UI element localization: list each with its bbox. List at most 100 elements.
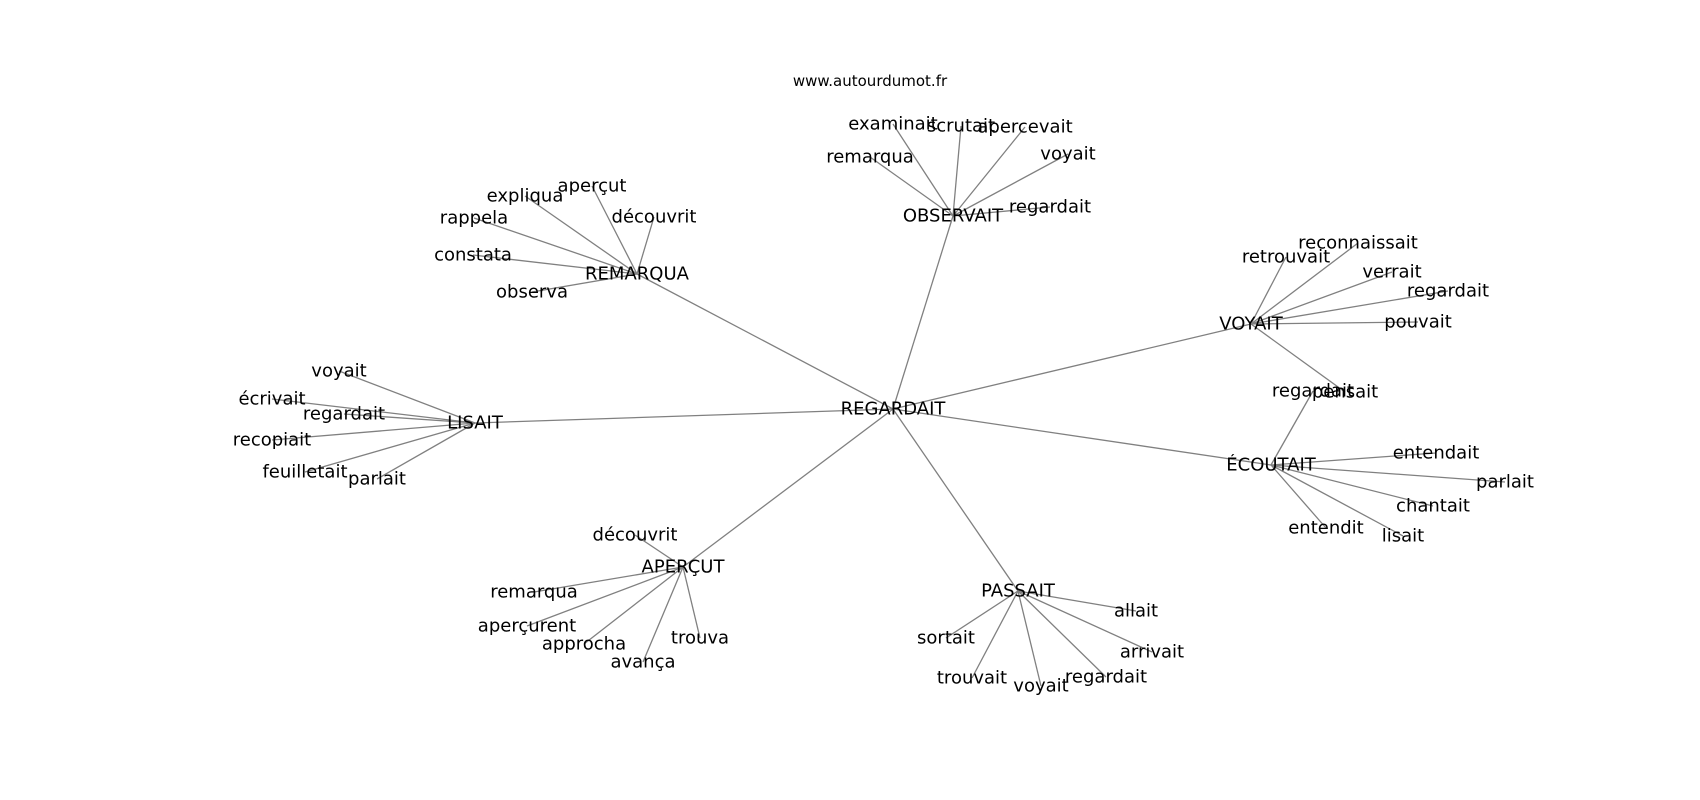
leaf-node-label: voyait: [311, 361, 366, 382]
leaf-node-label: regardait: [1065, 667, 1147, 688]
leaf-node-label: regardait: [1407, 281, 1489, 302]
edge-hub-leaf: [971, 590, 1019, 679]
leaf-node-label: écrivait: [238, 389, 305, 410]
leaf-node-label: pouvait: [1384, 312, 1452, 333]
leaf-node-label: découvrit: [593, 525, 678, 546]
edge-hub-leaf: [636, 216, 655, 275]
leaf-node-label: recopiait: [233, 430, 312, 451]
leaf-node-label: regardait: [1272, 381, 1354, 402]
leaf-node-label: parlait: [348, 469, 406, 490]
edge-hub-leaf: [583, 566, 684, 645]
leaf-node-label: arrivait: [1120, 642, 1184, 663]
edge-hub-leaf: [531, 273, 638, 293]
leaf-node-label: trouva: [671, 628, 729, 649]
hub-node-label: LISAIT: [447, 413, 504, 434]
edge-hub-leaf: [642, 566, 684, 663]
leaf-node-label: remarqua: [490, 582, 578, 603]
leaf-node-label: regardait: [1009, 197, 1091, 218]
leaf-node-label: voyait: [1013, 676, 1068, 697]
edge-center-hub: [892, 408, 1019, 592]
edge-center-hub: [682, 408, 894, 568]
edge-hub-leaf: [1017, 590, 1107, 678]
edge-hub-leaf: [1250, 321, 1419, 325]
leaf-node-label: aperçut: [558, 176, 627, 197]
hub-node-label: APERÇUT: [642, 557, 726, 578]
edge-hub-leaf: [271, 398, 476, 424]
edge-hub-leaf: [1270, 452, 1437, 466]
edge-hub-leaf: [472, 254, 638, 275]
edge-hub-leaf: [1250, 323, 1346, 393]
hub-node-label: PASSAIT: [981, 581, 1056, 602]
edge-hub-leaf: [892, 123, 954, 217]
edge-hub-leaf: [1250, 242, 1359, 325]
source-credit: www.autourdumot.fr: [792, 72, 948, 90]
edge-hub-leaf: [473, 217, 638, 275]
leaf-node-label: observa: [496, 282, 568, 303]
edge-hub-leaf: [1017, 590, 1042, 687]
hub-node-label: ÉCOUTAIT: [1226, 454, 1317, 476]
center-node-label: REGARDAIT: [841, 399, 947, 420]
leaf-node-label: lisait: [1382, 526, 1424, 547]
edges: [271, 123, 1506, 687]
hub-node-label: REMARQUA: [585, 264, 690, 285]
edge-center-hub: [892, 408, 1272, 466]
leaf-node-label: feuilletait: [262, 462, 347, 483]
edge-hub-leaf: [1250, 271, 1393, 325]
edge-hub-leaf: [338, 370, 476, 424]
edge-hub-leaf: [1270, 464, 1404, 537]
leaf-node-label: examinait: [848, 114, 937, 135]
edge-hub-leaf: [524, 195, 638, 275]
leaf-node-label: approcha: [542, 634, 626, 655]
leaf-node-label: parlait: [1476, 472, 1534, 493]
leaf-node-label: regardait: [303, 404, 385, 425]
leaf-node-label: remarqua: [826, 147, 914, 168]
edge-hub-leaf: [1017, 590, 1153, 653]
leaf-node-label: chantait: [1396, 496, 1470, 517]
edge-hub-leaf: [304, 422, 476, 473]
leaf-node-label: reconnaissait: [1298, 233, 1418, 254]
edge-hub-leaf: [952, 126, 1026, 217]
leaf-node-label: expliqua: [487, 186, 564, 207]
edge-hub-leaf: [1270, 390, 1314, 466]
leaf-node-label: voyait: [1040, 144, 1095, 165]
edge-center-hub: [892, 215, 954, 410]
edge-hub-leaf: [526, 566, 684, 627]
leaf-node-label: constata: [434, 245, 512, 266]
edge-hub-leaf: [533, 566, 684, 593]
edge-hub-leaf: [869, 156, 954, 217]
edge-hub-leaf: [1270, 464, 1327, 529]
edge-hub-leaf: [952, 206, 1051, 217]
edge-center-hub: [636, 273, 894, 410]
edge-hub-leaf: [343, 413, 476, 424]
leaf-node-label: allait: [1114, 601, 1158, 622]
edge-hub-leaf: [634, 534, 684, 568]
leaf-node-label: aperçurent: [478, 616, 576, 637]
edge-center-hub: [474, 408, 894, 424]
edge-hub-leaf: [682, 566, 701, 639]
edge-hub-leaf: [945, 590, 1019, 639]
leaf-node-label: avança: [610, 652, 675, 673]
edge-hub-leaf: [952, 153, 1069, 217]
leaf-node-label: sortait: [917, 628, 975, 649]
leaf-node-label: verrait: [1362, 262, 1421, 283]
leaf-node-label: entendit: [1288, 518, 1364, 539]
hub-node-label: VOYAIT: [1219, 314, 1283, 335]
edge-hub-leaf: [1270, 464, 1434, 507]
labels: REGARDAIT OBSERVAIT examinaitscrutaitaperc…: [233, 114, 1534, 697]
hub-node-label: OBSERVAIT: [903, 206, 1004, 227]
edge-hub-leaf: [591, 185, 638, 275]
leaf-node-label: scrutait: [927, 116, 995, 137]
leaf-node-label: rappela: [440, 208, 508, 229]
edge-hub-leaf: [1017, 590, 1137, 612]
edge-hub-leaf: [376, 422, 476, 480]
edge-hub-leaf: [952, 125, 962, 217]
edge-hub-leaf: [1250, 290, 1449, 325]
edge-hub-leaf: [271, 422, 476, 441]
leaf-node-label: apercevait: [977, 117, 1072, 138]
edge-hub-leaf: [1250, 256, 1287, 325]
leaf-node-label: découvrit: [612, 207, 697, 228]
edge-center-hub: [892, 323, 1252, 410]
leaf-node-label: entendait: [1393, 443, 1480, 464]
leaf-node-label: pensait: [1312, 382, 1378, 403]
